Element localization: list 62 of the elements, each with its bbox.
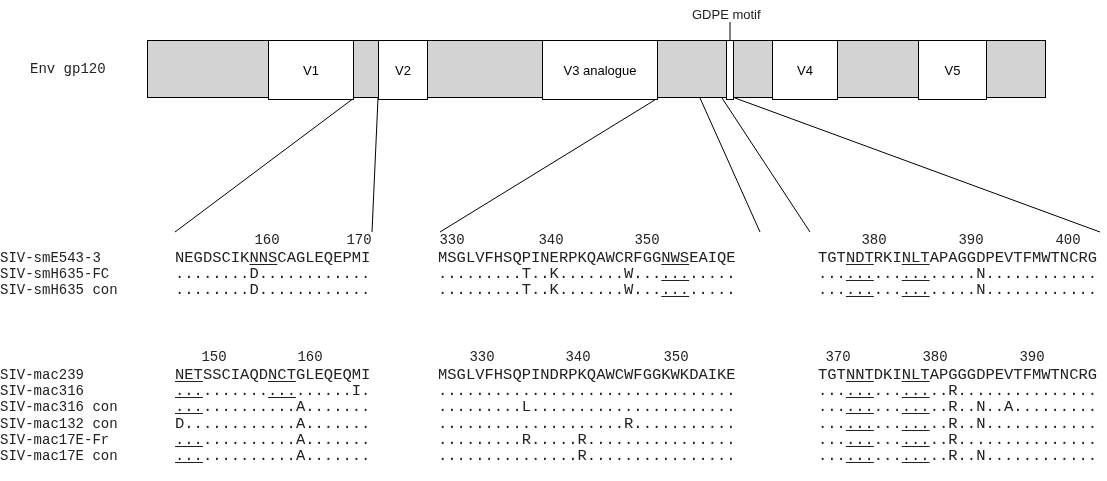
sequence-text: ..............R..N............ bbox=[818, 447, 1098, 465]
position-number: 160 bbox=[254, 231, 280, 249]
sequence-text: .........T..K.......W........... bbox=[438, 281, 736, 299]
gene-bar bbox=[147, 40, 1046, 98]
sequence-text: ..............R..N............ bbox=[818, 415, 1098, 433]
motif-box bbox=[726, 40, 734, 100]
strain-name: SIV-mac17E con bbox=[0, 447, 118, 465]
sequence-text: ..............R............... bbox=[818, 382, 1098, 400]
sequence-text: TGTNNTDKINLTAPGGGDPEVTFMWTNCRG bbox=[818, 366, 1098, 384]
strain-name: SIV-smH635-FC bbox=[0, 265, 110, 283]
sequence-text: .............A....... bbox=[175, 447, 371, 465]
position-number: 330 bbox=[469, 348, 495, 366]
sequence-text: .........L...................... bbox=[438, 398, 736, 416]
strain-name: SIV-mac316 bbox=[0, 382, 84, 400]
position-number: 400 bbox=[1055, 231, 1081, 249]
sequence-text: D............A....... bbox=[175, 415, 371, 433]
strain-name: SIV-mac17E-Fr bbox=[0, 431, 110, 449]
sequence-text: ...................I. bbox=[175, 382, 371, 400]
sequence-text: ..............R..N..A......... bbox=[818, 398, 1098, 416]
sequence-text: ........D............ bbox=[175, 281, 371, 299]
position-number: 390 bbox=[958, 231, 984, 249]
region-box: V1 bbox=[268, 40, 354, 100]
sequence-text: NEGDSCIKNNSCAGLEQEPMI bbox=[175, 249, 371, 267]
sequence-text: .........R.....R................ bbox=[438, 431, 736, 449]
sequence-text: .........T..K.......W........... bbox=[438, 265, 736, 283]
position-number: 150 bbox=[201, 348, 227, 366]
position-number: 350 bbox=[634, 231, 660, 249]
position-number: 390 bbox=[1019, 348, 1045, 366]
gene-label: Env gp120 bbox=[30, 60, 106, 78]
position-number: 330 bbox=[439, 231, 465, 249]
position-number: 340 bbox=[565, 348, 591, 366]
sequence-text: .................N............ bbox=[818, 281, 1098, 299]
position-number: 380 bbox=[922, 348, 948, 366]
strain-name: SIV-smE543-3 bbox=[0, 249, 101, 267]
sequence-text: MSGLVFHSQPINDRPKQAWCWFGGKWKDAIKE bbox=[438, 366, 736, 384]
position-number: 340 bbox=[538, 231, 564, 249]
region-box: V2 bbox=[378, 40, 428, 100]
motif-label: GDPE motif bbox=[692, 7, 761, 22]
position-number: 350 bbox=[663, 348, 689, 366]
sequence-text: ..............R............... bbox=[818, 431, 1098, 449]
sequence-text: TGTNDTRKINLTAPAGGDPEVTFMWTNCRG bbox=[818, 249, 1098, 267]
sequence-text: ...............R................ bbox=[438, 447, 736, 465]
sequence-text: MSGLVFHSQPINERPKQAWCRFGGNWSEAIQE bbox=[438, 249, 736, 267]
sequence-text: NETSSCIAQDNCTGLEQEQMI bbox=[175, 366, 371, 384]
position-number: 160 bbox=[297, 348, 323, 366]
position-number: 170 bbox=[346, 231, 372, 249]
position-number: 370 bbox=[825, 348, 851, 366]
sequence-text: ....................R........... bbox=[438, 415, 736, 433]
region-box: V4 bbox=[772, 40, 838, 100]
sequence-text: ........D............ bbox=[175, 265, 371, 283]
strain-name: SIV-mac316 con bbox=[0, 398, 118, 416]
strain-name: SIV-mac239 bbox=[0, 366, 84, 384]
sequence-text: ................................ bbox=[438, 382, 736, 400]
sequence-text: .............A....... bbox=[175, 431, 371, 449]
leader-line bbox=[729, 21, 731, 41]
sequence-text: .................N............ bbox=[818, 265, 1098, 283]
strain-name: SIV-smH635 con bbox=[0, 281, 118, 299]
position-number: 380 bbox=[861, 231, 887, 249]
region-box: V5 bbox=[918, 40, 987, 100]
sequence-text: .............A....... bbox=[175, 398, 371, 416]
region-box: V3 analogue bbox=[542, 40, 658, 100]
strain-name: SIV-mac132 con bbox=[0, 415, 118, 433]
